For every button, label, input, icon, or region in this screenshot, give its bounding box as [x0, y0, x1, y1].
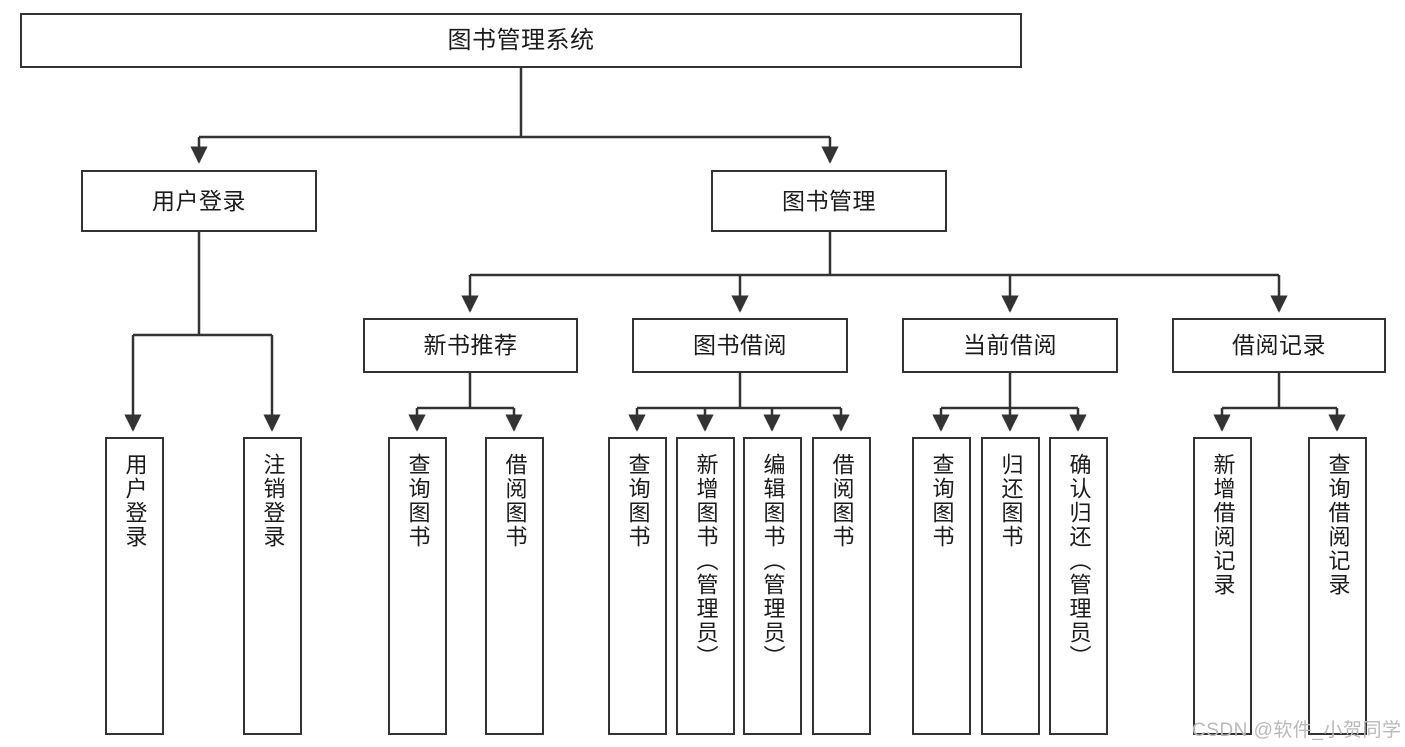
node-label: 编辑图书（管理员） [760, 453, 786, 669]
leaf-edit-book-admin[interactable]: 编辑图书（管理员） [743, 437, 802, 735]
node-label: 新书推荐 [423, 332, 518, 359]
leaf-add-book-admin[interactable]: 新增图书（管理员） [676, 437, 735, 735]
node-label: 新增图书（管理员） [693, 453, 719, 669]
node-label: 查询图书 [929, 453, 955, 549]
node-book-borrow[interactable]: 图书借阅 [632, 318, 848, 373]
node-label: 图书管理 [782, 187, 876, 214]
leaf-confirm-return-admin[interactable]: 确认归还（管理员） [1049, 437, 1108, 735]
node-label: 用户登录 [122, 453, 148, 549]
node-new-book-recommend[interactable]: 新书推荐 [363, 318, 578, 373]
node-book-management[interactable]: 图书管理 [711, 170, 947, 232]
leaf-query-book-borrow[interactable]: 查询图书 [608, 437, 667, 735]
csdn-watermark: CSDN @软件_小贺同学 [1192, 720, 1402, 741]
leaf-borrow-book[interactable]: 借阅图书 [812, 437, 871, 735]
node-root-system[interactable]: 图书管理系统 [20, 13, 1022, 68]
node-label: 归还图书 [998, 453, 1024, 549]
leaf-query-book-current[interactable]: 查询图书 [912, 437, 971, 735]
leaf-user-login[interactable]: 用户登录 [105, 437, 164, 735]
node-label: 图书借阅 [693, 332, 787, 359]
node-label: 图书管理系统 [447, 26, 595, 54]
node-label: 新增借阅记录 [1210, 453, 1236, 597]
node-label: 确认归还（管理员） [1066, 453, 1092, 669]
leaf-query-borrow-record[interactable]: 查询借阅记录 [1308, 437, 1367, 735]
leaf-borrow-book-recommend[interactable]: 借阅图书 [485, 437, 544, 735]
node-label: 用户登录 [152, 187, 246, 214]
node-label: 查询图书 [405, 453, 431, 549]
leaf-query-book-recommend[interactable]: 查询图书 [388, 437, 447, 735]
node-user-login[interactable]: 用户登录 [81, 170, 317, 232]
node-label: 注销登录 [260, 453, 286, 549]
leaf-add-borrow-record[interactable]: 新增借阅记录 [1193, 437, 1252, 735]
node-label: 借阅记录 [1232, 332, 1326, 359]
node-label: 查询图书 [625, 453, 651, 549]
node-label: 查询借阅记录 [1325, 453, 1351, 597]
node-label: 借阅图书 [829, 453, 855, 549]
leaf-logout[interactable]: 注销登录 [243, 437, 302, 735]
node-label: 当前借阅 [963, 332, 1057, 359]
node-borrow-record[interactable]: 借阅记录 [1172, 318, 1386, 373]
leaf-return-book[interactable]: 归还图书 [981, 437, 1040, 735]
node-current-borrow[interactable]: 当前借阅 [902, 318, 1118, 373]
node-label: 借阅图书 [502, 453, 528, 549]
